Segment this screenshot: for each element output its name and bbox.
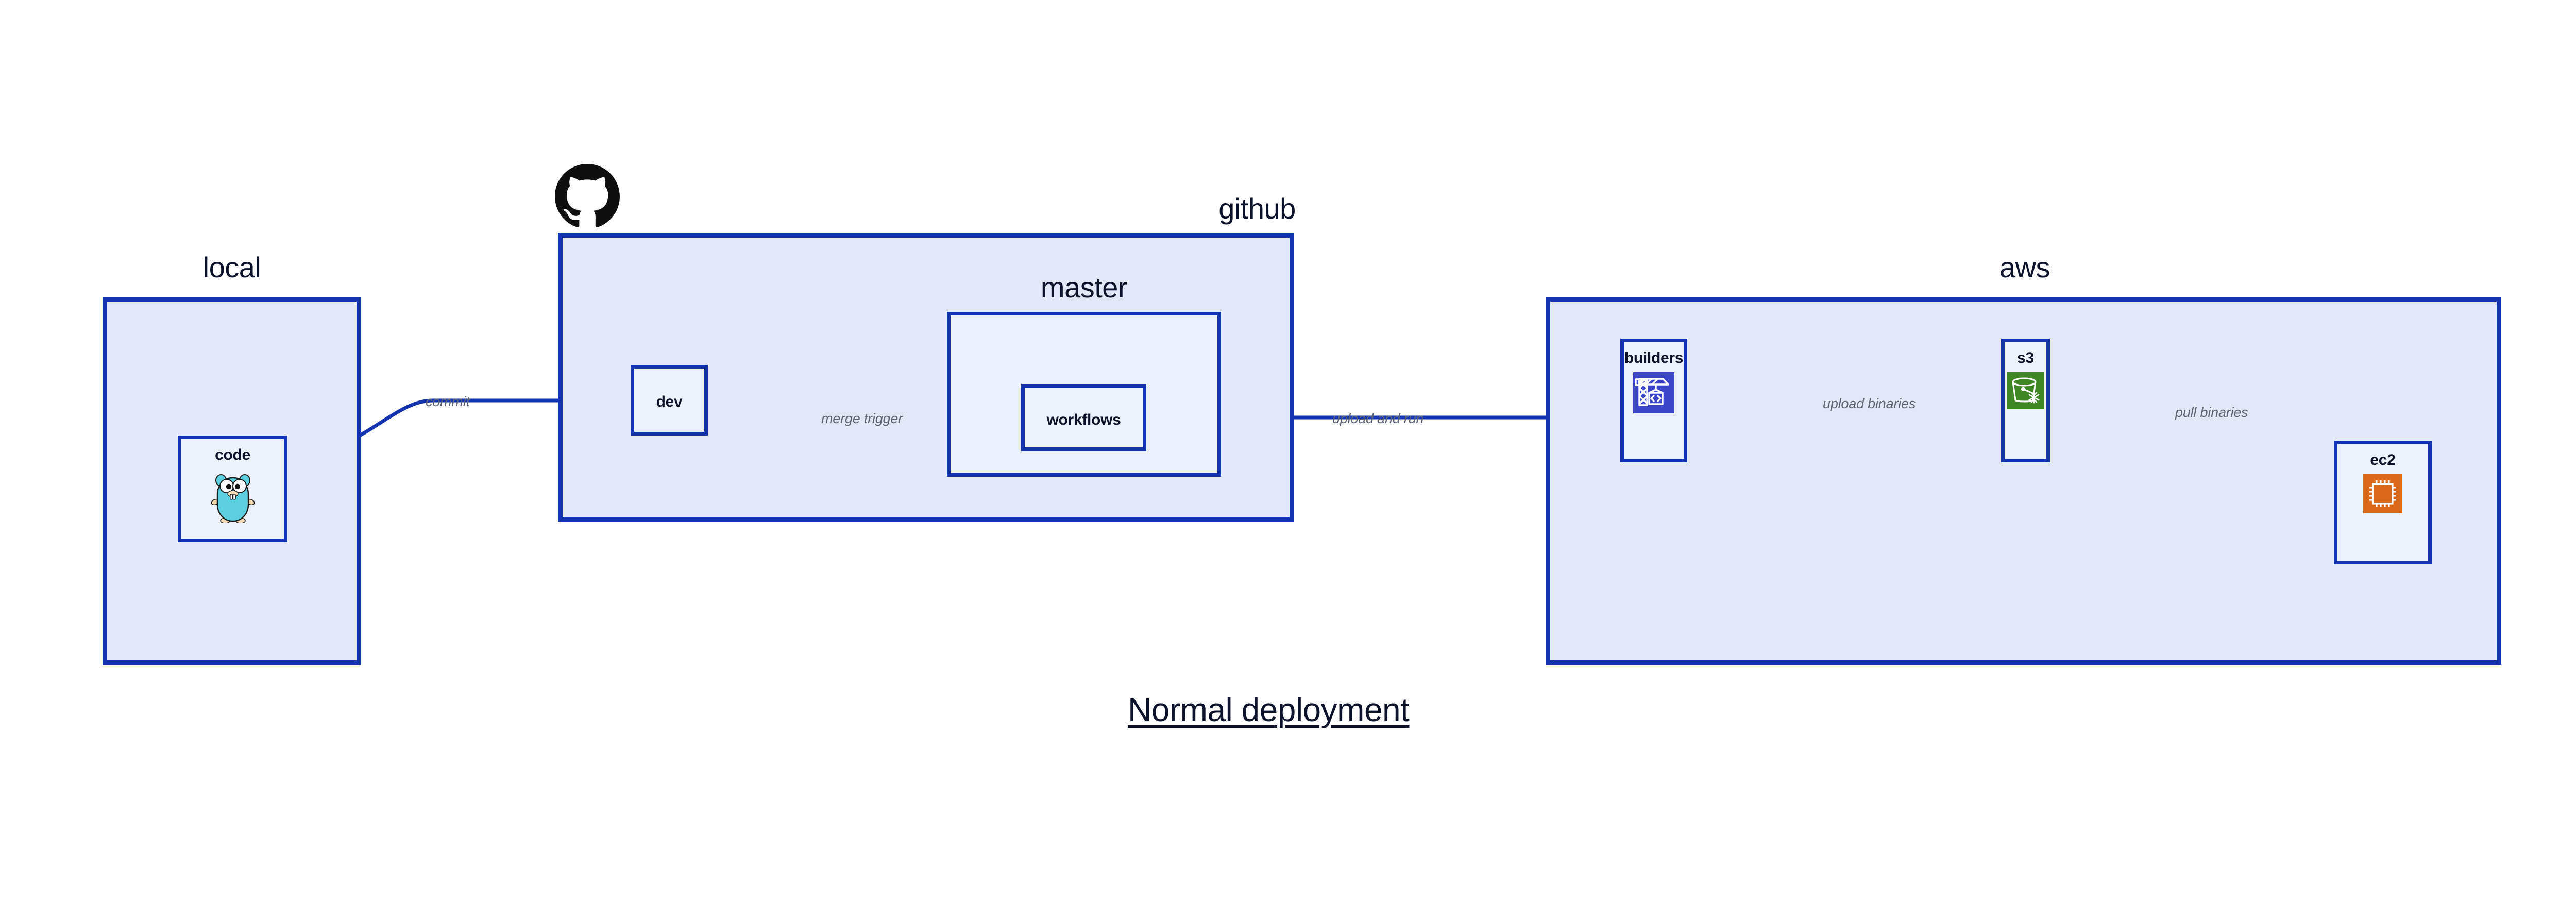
- node-code-label: code: [215, 446, 250, 463]
- node-ec2[interactable]: ec2: [2334, 441, 2432, 564]
- cluster-github-label: github: [1218, 192, 1296, 225]
- node-code[interactable]: code: [178, 436, 287, 542]
- cluster-local-label: local: [202, 251, 261, 283]
- node-dev[interactable]: dev: [631, 365, 708, 436]
- edge-label-upload-and-run: upload and run: [1332, 411, 1424, 426]
- aws-codebuild-icon: [1633, 372, 1674, 416]
- github-octocat-icon: [555, 164, 620, 229]
- node-workflows[interactable]: workflows: [1021, 384, 1146, 451]
- node-workflows-label: workflows: [1046, 411, 1121, 428]
- aws-s3-bucket-icon: [2007, 372, 2044, 412]
- aws-ec2-instance-icon: [2363, 474, 2402, 516]
- edge-label-merge-trigger: merge trigger: [821, 411, 903, 426]
- cluster-aws-label: aws: [1999, 251, 2050, 283]
- node-ec2-label: ec2: [2370, 452, 2396, 469]
- edge-label-commit: commit: [426, 394, 470, 409]
- node-dev-label: dev: [656, 393, 683, 410]
- diagram-title: Normal deployment: [1128, 691, 1410, 728]
- edge-label-pull-binaries: pull binaries: [2175, 405, 2248, 420]
- node-s3-label: s3: [2017, 349, 2034, 366]
- node-builders[interactable]: builders: [1620, 339, 1687, 462]
- cluster-master-label: master: [1040, 271, 1128, 304]
- edge-label-upload-binaries: upload binaries: [1823, 396, 1916, 411]
- node-s3[interactable]: s3: [2001, 339, 2050, 462]
- node-builders-label: builders: [1624, 349, 1684, 366]
- go-gopher-icon: [210, 469, 255, 526]
